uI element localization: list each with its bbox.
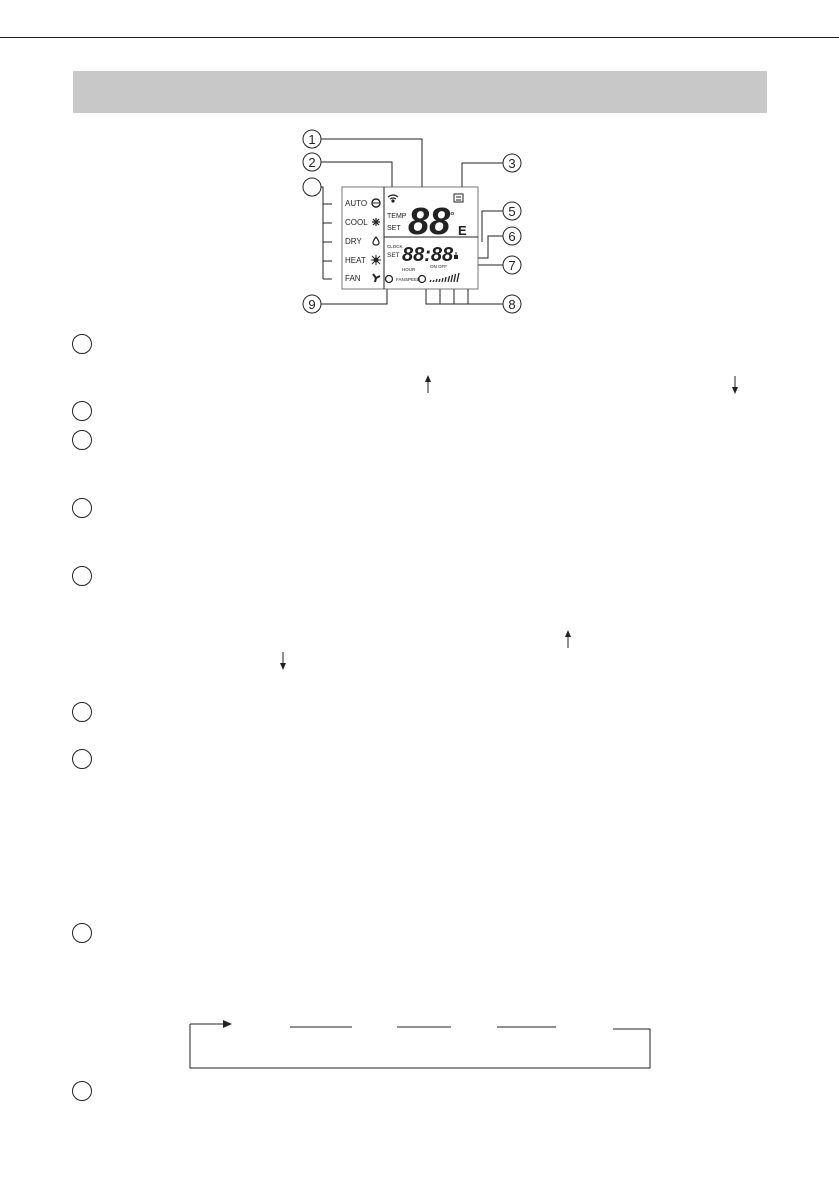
mode-fan-label: FAN xyxy=(345,274,361,283)
item-circle xyxy=(72,749,92,769)
arrow-up-icon xyxy=(565,630,571,648)
fan-speed-bars xyxy=(429,272,460,283)
callout-1: 1 xyxy=(302,129,423,194)
item-circle xyxy=(72,498,92,518)
item-circle xyxy=(72,923,92,943)
svg-text:2: 2 xyxy=(308,155,315,170)
speed-label: SPEED xyxy=(405,277,421,282)
arrow-up-icon xyxy=(425,375,431,393)
item-circle xyxy=(72,334,92,354)
smile-icon xyxy=(384,274,394,284)
item-circle xyxy=(72,702,92,722)
callout-5: 5 xyxy=(481,201,522,242)
fan-icon xyxy=(372,273,381,283)
arrow-down-icon xyxy=(732,376,738,394)
fan-speed-auto-icon xyxy=(417,274,427,284)
callout-blank xyxy=(302,177,332,280)
degree-symbol: ° xyxy=(450,209,455,223)
top-rule xyxy=(0,37,839,38)
signal-icon xyxy=(387,194,399,203)
item-circle xyxy=(72,1081,92,1101)
time-digits: 88:88 xyxy=(402,244,454,266)
clock-label: CLOCK xyxy=(387,244,403,249)
callout-8: 8 xyxy=(425,286,522,314)
svg-text:7: 7 xyxy=(508,258,515,273)
svg-text:6: 6 xyxy=(508,229,515,244)
snowflake-icon xyxy=(372,218,380,226)
on-off-label: ON OFF xyxy=(430,264,447,269)
item-circle xyxy=(72,401,92,421)
svg-text:5: 5 xyxy=(508,204,515,219)
callout-3: 3 xyxy=(461,153,522,196)
lcd-svg: 1 2 3 5 6 xyxy=(302,129,522,314)
mode-auto-label: AUTO xyxy=(345,199,367,208)
svg-text:9: 9 xyxy=(308,297,315,312)
item-circle xyxy=(72,566,92,586)
filter-icon xyxy=(453,193,464,203)
drop-icon xyxy=(372,236,380,246)
mode-cool-label: COOL xyxy=(345,218,368,227)
auto-icon xyxy=(371,198,381,208)
svg-text:1: 1 xyxy=(308,132,315,147)
mode-heat-label: HEAT xyxy=(345,256,366,265)
sun-icon xyxy=(371,255,381,265)
hour-label: HOUR xyxy=(402,267,416,272)
e-indicator: E xyxy=(458,223,467,238)
callout-2: 2 xyxy=(302,152,393,194)
lcd-diagram: 1 2 3 5 6 xyxy=(292,124,532,320)
arrow-down-icon xyxy=(280,652,286,670)
callout-9: 9 xyxy=(302,287,388,314)
fan-label: FAN xyxy=(396,277,405,282)
lcd-frame xyxy=(341,186,479,290)
set-label: SET xyxy=(387,225,401,232)
timer-icon xyxy=(454,252,458,259)
temp-label: TEMP xyxy=(387,213,407,220)
temperature-digits: 88 xyxy=(408,201,451,243)
mode-cycle-diagram xyxy=(189,1020,651,1069)
mode-dry-label: DRY xyxy=(345,237,362,246)
item-circle xyxy=(72,430,92,450)
svg-text:3: 3 xyxy=(508,156,515,171)
set-label-2: SET xyxy=(387,252,400,259)
svg-text:8: 8 xyxy=(508,297,515,312)
section-header-bar xyxy=(73,71,767,113)
callout-6: 6 xyxy=(470,226,522,259)
